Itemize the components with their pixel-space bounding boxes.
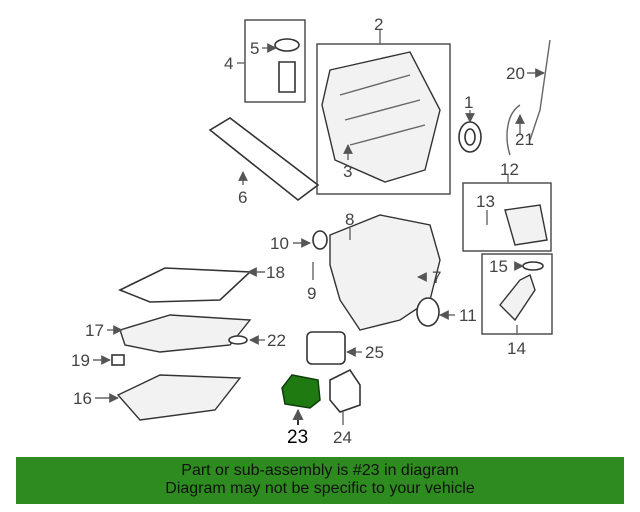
label-9: 9 [307, 284, 316, 303]
label-11: 11 [459, 306, 477, 325]
oil-pan [119, 314, 252, 353]
label-5: 5 [250, 39, 259, 58]
seal-11 [416, 297, 440, 327]
seal-10 [312, 230, 328, 250]
label-2: 2 [374, 15, 383, 34]
notice-banner: Part or sub-assembly is #23 in diagram D… [16, 457, 624, 504]
dipstick-tube [506, 104, 521, 156]
pickup-tube [499, 274, 536, 322]
label-12: 12 [500, 160, 519, 179]
oil-pan-gasket [118, 267, 252, 303]
seal-1-inner [464, 128, 476, 146]
insulator-6 [208, 117, 320, 202]
label-23: 23 [287, 427, 308, 448]
label-14: 14 [507, 339, 526, 358]
part-24 [329, 368, 361, 413]
label-15: 15 [489, 257, 508, 276]
label-25: 25 [365, 343, 384, 362]
timing-cover [329, 214, 441, 331]
label-24: 24 [333, 428, 352, 447]
part-group-box-4 [244, 19, 306, 103]
o-ring-15 [522, 261, 544, 271]
label-19: 19 [71, 351, 90, 370]
oil-filter [306, 331, 346, 365]
label-20: 20 [506, 64, 525, 83]
bolt-19 [111, 354, 125, 366]
notice-line-1: Part or sub-assembly is #23 in diagram [181, 462, 459, 479]
oil-pan-lower [116, 374, 242, 421]
filler-tube [278, 61, 296, 93]
label-17: 17 [85, 321, 104, 340]
label-21: 21 [515, 130, 534, 149]
label-13: 13 [476, 192, 495, 211]
label-10: 10 [270, 234, 289, 253]
label-22: 22 [267, 331, 286, 350]
part-23-highlighted [281, 374, 321, 409]
parts-diagram: 2 4 5 3 1 20 21 12 13 6 8 10 7 9 11 18 1… [71, 15, 553, 448]
oil-pump [504, 204, 548, 246]
oil-filler-cap [274, 38, 300, 52]
label-18: 18 [266, 263, 285, 282]
label-16: 16 [73, 389, 92, 408]
notice-line-2: Diagram may not be specific to your vehi… [165, 480, 475, 497]
valve-cover-ribs [339, 74, 426, 146]
label-1: 1 [464, 93, 473, 112]
label-8: 8 [345, 210, 354, 229]
dipstick [529, 39, 551, 141]
label-7: 7 [432, 268, 441, 287]
label-3: 3 [343, 162, 352, 181]
label-6: 6 [238, 188, 247, 207]
diagram-svg: 2 4 5 3 1 20 21 12 13 6 8 10 7 9 11 18 1… [71, 15, 553, 448]
label-4: 4 [224, 54, 233, 73]
drain-plug-gasket [228, 335, 248, 345]
